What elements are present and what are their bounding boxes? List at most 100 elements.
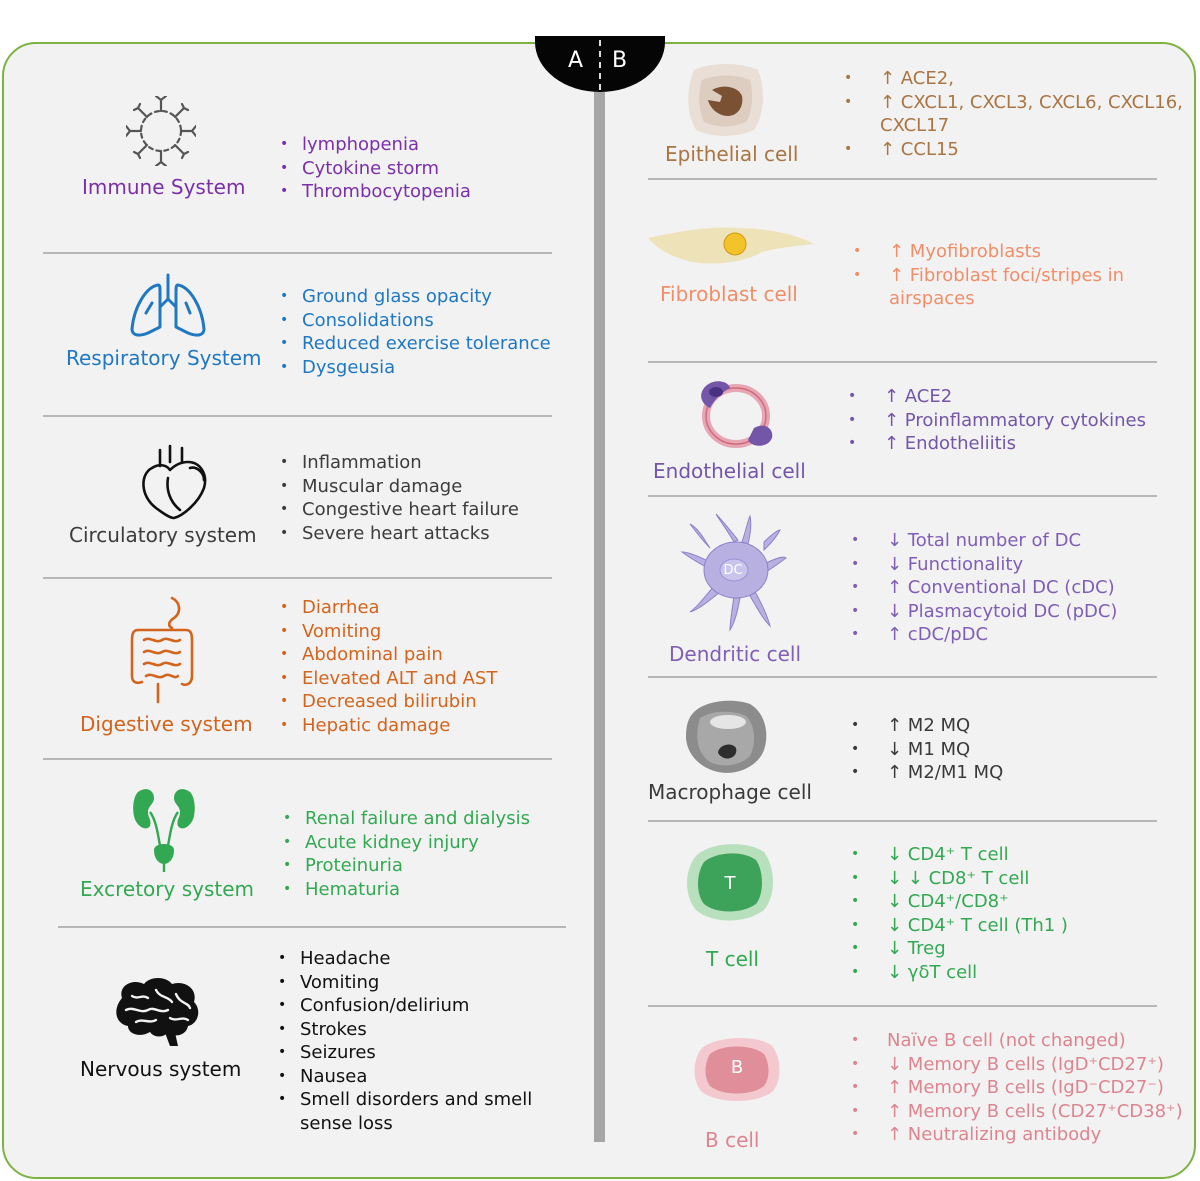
symptom-list: Renal failure and dialysis Acute kidney … [281, 807, 530, 901]
list-item: Renal failure and dialysis [281, 807, 530, 831]
tab-separator [599, 40, 601, 90]
list-item: ↓ M1 MQ [851, 738, 1003, 762]
marker-list: ↑ M2 MQ ↓ M1 MQ ↑ M2/M1 MQ [851, 714, 1003, 785]
list-item: Thrombocytopenia [278, 180, 471, 204]
list-item: ↑ CCL15 [844, 138, 1183, 162]
list-item: ↑ ACE2 [848, 385, 1146, 409]
list-item: Dysgeusia [278, 356, 551, 380]
list-item: ↓ Total number of DC [851, 529, 1117, 553]
list-item: Smell disorders and smell [276, 1088, 532, 1112]
symptom-list: lymphopenia Cytokine storm Thrombocytope… [278, 133, 471, 204]
dendritic-cell-icon [680, 513, 787, 632]
list-item: Vomiting [276, 971, 532, 995]
system-title: Excretory system [80, 877, 255, 901]
endothelial-cell-icon [701, 381, 773, 448]
list-item: Muscular damage [278, 475, 519, 499]
symptom-list: Inflammation Muscular damage Congestive … [278, 451, 519, 545]
cell-title: T cell [706, 947, 759, 971]
list-item: Reduced exercise tolerance [278, 332, 551, 356]
separator [43, 577, 552, 579]
separator [648, 178, 1157, 180]
list-item: Confusion/delirium [276, 994, 532, 1018]
list-item: ↑ ACE2, [844, 67, 1183, 91]
marker-list: ↓ Total number of DC ↓ Functionality ↑ C… [851, 529, 1117, 647]
kidneys-icon [133, 789, 195, 872]
separator [648, 820, 1157, 822]
system-title: Nervous system [80, 1057, 242, 1081]
marker-list: ↑ ACE2 ↑ Proinflammatory cytokines ↑ End… [848, 385, 1146, 456]
tab-a-label: A [568, 48, 584, 73]
marker-list: ↓ CD4⁺ T cell ↓ ↓ CD8⁺ T cell ↓ CD4⁺/CD8… [851, 843, 1068, 984]
list-item: ↑ CXCL1, CXCL3, CXCL6, CXCL16, [844, 91, 1183, 115]
separator [648, 495, 1157, 497]
list-item: Cytokine storm [278, 157, 471, 181]
separator [43, 758, 552, 760]
marker-list: ↑ ACE2, ↑ CXCL1, CXCL3, CXCL6, CXCL16, C… [844, 67, 1183, 161]
system-title: Immune System [82, 175, 246, 199]
list-item: Diarrhea [278, 596, 497, 620]
list-item: ↓ Treg [851, 937, 1068, 961]
list-item: ↓ γδT cell [851, 961, 1068, 985]
separator [648, 676, 1157, 678]
list-item: Strokes [276, 1018, 532, 1042]
list-item: ↓ ↓ CD8⁺ T cell [851, 867, 1068, 891]
list-item: ↓ Functionality [851, 553, 1117, 577]
system-title: Respiratory System [66, 346, 262, 370]
list-item: Acute kidney injury [281, 831, 530, 855]
list-item: ↑ Fibroblast foci/stripes in [853, 264, 1124, 288]
marker-list: ↑ Myofibroblasts ↑ Fibroblast foci/strip… [853, 240, 1124, 311]
cell-title: Endothelial cell [653, 459, 806, 483]
list-item: CXCL17 [880, 115, 950, 136]
list-item: Hepatic damage [278, 714, 497, 738]
list-item: ↑ M2/M1 MQ [851, 761, 1003, 785]
tab-b-label: B [612, 48, 628, 73]
separator [43, 415, 552, 417]
list-item: Nausea [276, 1065, 532, 1089]
list-item: Elevated ALT and AST [278, 667, 497, 691]
cell-title: Dendritic cell [669, 642, 802, 666]
list-item: Vomiting [278, 620, 497, 644]
cell-letter: DC [723, 563, 743, 578]
separator [58, 926, 566, 928]
symptom-list: Diarrhea Vomiting Abdominal pain Elevate… [278, 596, 497, 737]
system-title: Digestive system [80, 712, 253, 736]
cell-title: B cell [705, 1128, 760, 1152]
separator [648, 361, 1157, 363]
list-item: sense loss [300, 1112, 393, 1134]
lungs-icon [130, 273, 206, 337]
list-item: Ground glass opacity [278, 285, 551, 309]
list-item: ↑ Conventional DC (cDC) [851, 576, 1117, 600]
list-item: Severe heart attacks [278, 522, 519, 546]
cell-title: Epithelial cell [665, 142, 799, 166]
marker-list: Naïve B cell (not changed) ↓ Memory B ce… [851, 1029, 1183, 1147]
list-item: ↓ Memory B cells (IgD⁺CD27⁺) [851, 1053, 1183, 1077]
center-divider [594, 92, 605, 1142]
list-item: ↑ Memory B cells (IgD⁻CD27⁻) [851, 1076, 1183, 1100]
list-item: ↑ Memory B cells (CD27⁺CD38⁺) [851, 1100, 1183, 1124]
b-cell-icon [694, 1037, 780, 1101]
list-item: ↑ Myofibroblasts [853, 240, 1124, 264]
list-item: Abdominal pain [278, 643, 497, 667]
list-item: ↑ Neutralizing antibody [851, 1123, 1183, 1147]
list-item: Headache [276, 947, 532, 971]
list-item: lymphopenia [278, 133, 471, 157]
list-item: ↑ Proinflammatory cytokines [848, 409, 1146, 433]
epithelial-cell-icon [688, 64, 763, 136]
list-item: airspaces [889, 288, 975, 309]
brain-icon [116, 978, 199, 1046]
list-item: ↑ cDC/pDC [851, 623, 1117, 647]
cell-title: Macrophage cell [648, 780, 812, 804]
list-item: Consolidations [278, 309, 551, 333]
list-item: Seizures [276, 1041, 532, 1065]
list-item: Proteinuria [281, 854, 530, 878]
separator [43, 252, 552, 254]
list-item: Congestive heart failure [278, 498, 519, 522]
list-item: ↑ Endotheliitis [848, 432, 1146, 456]
list-item: ↑ M2 MQ [851, 714, 1003, 738]
heart-icon [142, 444, 207, 520]
list-item: ↓ CD4⁺ T cell [851, 843, 1068, 867]
system-title: Circulatory system [69, 523, 257, 547]
list-item: Decreased bilirubin [278, 690, 497, 714]
list-item: Naïve B cell (not changed) [851, 1029, 1183, 1053]
symptom-list: Ground glass opacity Consolidations Redu… [278, 285, 551, 379]
